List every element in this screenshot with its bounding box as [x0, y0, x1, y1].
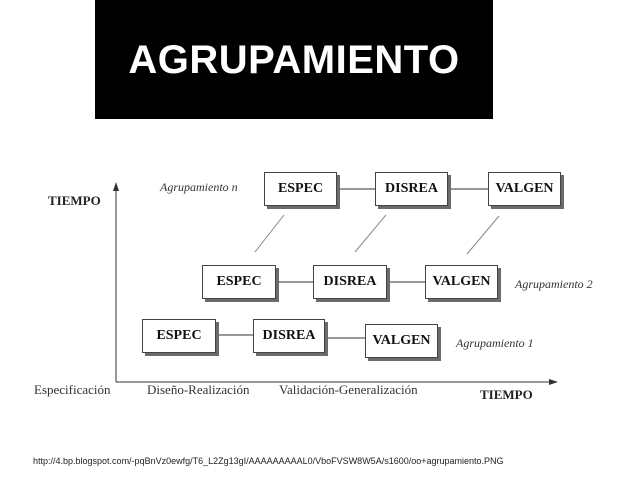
y-axis-label: TIEMPO — [48, 193, 101, 208]
box-espec-n: ESPEC — [264, 172, 337, 206]
diagonal-link-disrea — [354, 214, 387, 253]
phase-label-validacion: Validación-Generalización — [279, 382, 418, 397]
diagonal-link-valgen — [466, 215, 500, 255]
group-label-1: Agrupamiento 1 — [456, 336, 534, 350]
x-axis-label: TIEMPO — [480, 387, 533, 402]
page-title: AGRUPAMIENTO — [128, 38, 460, 82]
group-label-n: Agrupamiento n — [160, 180, 238, 194]
source-url: http://4.bp.blogspot.com/-pqBnVz0ewfg/T6… — [33, 456, 504, 466]
box-valgen-1: VALGEN — [365, 324, 438, 358]
diagonal-link-espec — [254, 214, 285, 253]
box-espec-2: ESPEC — [202, 265, 276, 299]
box-valgen-n: VALGEN — [488, 172, 561, 206]
box-espec-1: ESPEC — [142, 319, 216, 353]
group-label-2: Agrupamiento 2 — [515, 277, 593, 291]
y-axis-arrow — [113, 182, 119, 191]
box-disrea-1: DISREA — [253, 319, 325, 353]
title-banner: AGRUPAMIENTO — [95, 0, 493, 119]
box-valgen-2: VALGEN — [425, 265, 498, 299]
x-axis-arrow — [549, 379, 558, 385]
box-disrea-n: DISREA — [375, 172, 448, 206]
phase-label-diseno: Diseño-Realización — [147, 382, 250, 397]
phase-label-especificacion: Especificación — [34, 382, 111, 397]
box-disrea-2: DISREA — [313, 265, 387, 299]
